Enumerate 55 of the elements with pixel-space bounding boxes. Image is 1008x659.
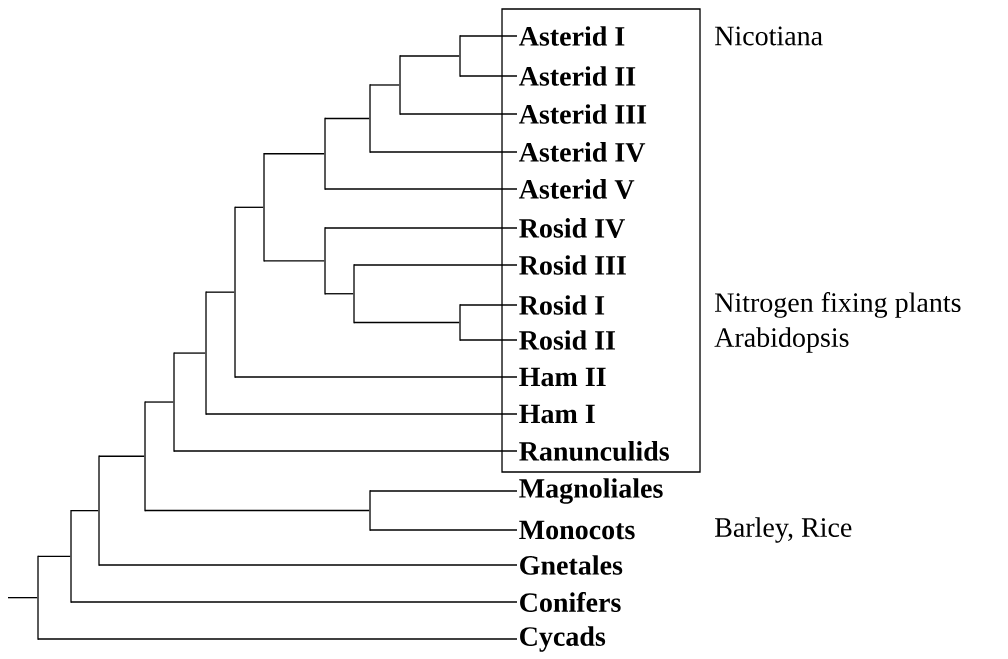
tree-branch — [70, 510, 99, 512]
taxon-label: Monocots — [519, 520, 635, 540]
annotation-label: Nicotiana — [715, 26, 823, 46]
tree-branch — [353, 264, 518, 266]
tree-branch — [263, 153, 325, 155]
tree-branch — [324, 188, 518, 190]
tree-branch — [98, 455, 145, 457]
tree-branch — [369, 529, 518, 531]
tree-branch — [205, 291, 235, 293]
tree-branch — [369, 151, 518, 153]
tree-branch — [70, 601, 518, 603]
tree-branch — [399, 55, 460, 57]
taxon-label: Cycads — [520, 626, 606, 652]
tree-branch — [369, 84, 400, 86]
root-branch — [7, 597, 38, 599]
taxon-label: Rosid III — [519, 255, 626, 275]
tree-branch — [353, 321, 460, 324]
taxon-label: Rosid II — [519, 330, 615, 350]
tree-branch — [144, 401, 174, 403]
tree-branch — [234, 206, 264, 208]
taxon-label: Asterid III — [519, 104, 647, 124]
annotation-label: Nitrogen fixing plants — [715, 292, 961, 318]
taxon-label: Magnoliales — [519, 478, 663, 504]
tree-branch — [324, 227, 518, 229]
taxon-label: Rosid IV — [519, 218, 625, 238]
tree-branch — [144, 509, 370, 512]
tree-branch — [459, 339, 518, 341]
tree-branch — [263, 260, 325, 262]
tree-branch — [173, 450, 518, 452]
tree-branch — [324, 117, 370, 120]
tree-branch — [324, 293, 354, 295]
tree-branch — [98, 564, 518, 566]
tree-branch — [37, 555, 71, 557]
taxon-label: Ham II — [519, 367, 606, 387]
taxon-label: Ham I — [519, 404, 595, 424]
taxon-label: Asterid IV — [519, 142, 646, 162]
annotation-label: Arabidopsis — [714, 327, 849, 353]
annotation-label: Barley, Rice — [715, 517, 852, 543]
tree-branch — [37, 638, 518, 640]
group-box — [501, 8, 701, 473]
taxon-label: Asterid I — [519, 26, 625, 46]
tree-branch — [205, 413, 518, 415]
tree-branch — [369, 490, 518, 492]
taxon-label: Asterid V — [519, 179, 635, 199]
tree-branch — [459, 304, 518, 306]
tree-branch — [234, 376, 518, 378]
tree-branch — [459, 35, 518, 37]
tree-branch — [173, 352, 206, 354]
taxon-label: Rosid I — [519, 295, 605, 315]
tree-branch — [459, 75, 518, 77]
taxon-label: Conifers — [520, 592, 621, 612]
taxon-label: Asterid II — [519, 66, 636, 86]
tree-branch — [399, 113, 518, 115]
taxon-label: Ranunculids — [519, 441, 669, 461]
taxon-label: Gnetales — [520, 555, 623, 575]
